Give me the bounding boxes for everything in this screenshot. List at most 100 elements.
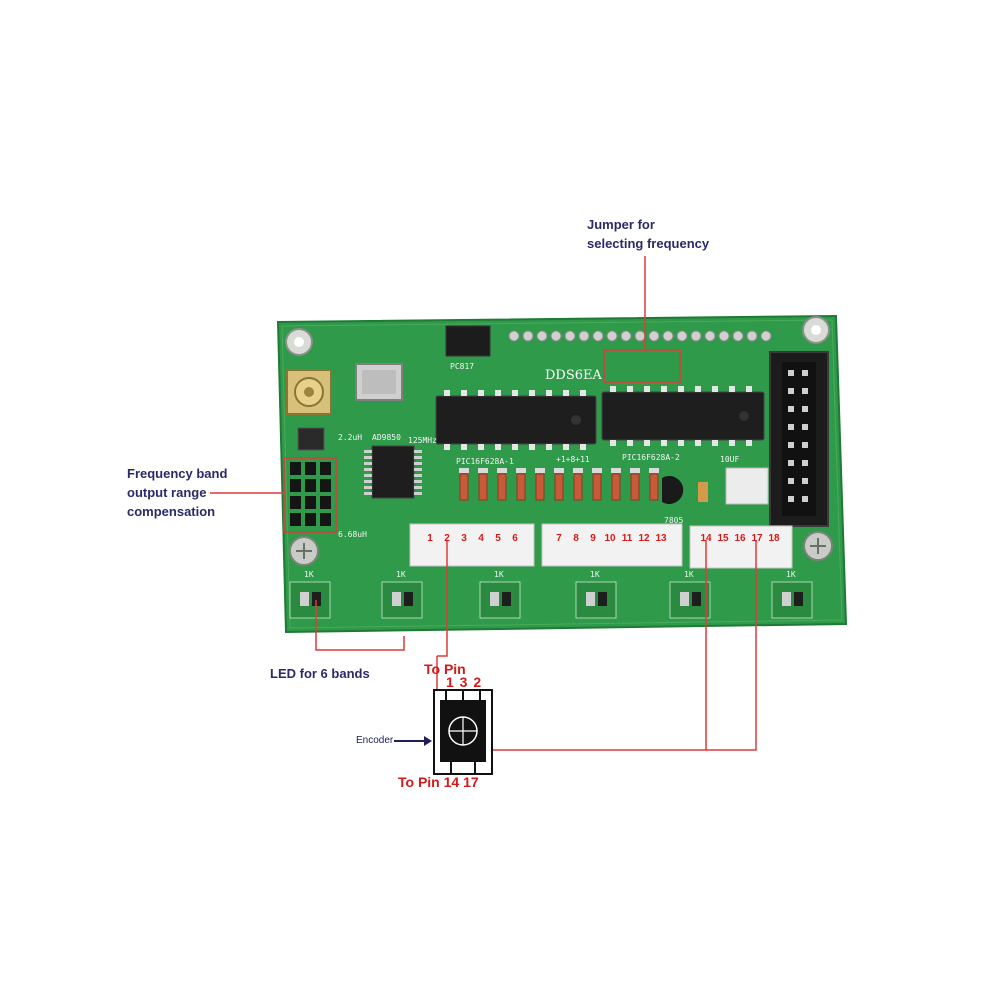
jumper-pin [320, 496, 331, 509]
dip-leg [546, 444, 552, 450]
to-pin-bottom-label: To Pin 14 17 [398, 774, 479, 790]
led-body [490, 592, 499, 606]
dip-chip-1 [435, 395, 597, 445]
ad-leg [364, 450, 372, 453]
ad-leg [414, 474, 422, 477]
idc-pin [788, 406, 794, 412]
led-pad [669, 581, 711, 619]
header-pin [732, 330, 744, 342]
ad-leg [364, 474, 372, 477]
ad-leg [414, 468, 422, 471]
jumper-pin [305, 496, 316, 509]
encoder-label: Encoder [356, 735, 394, 746]
idc-pin [802, 424, 808, 430]
dip-leg [678, 386, 684, 392]
dip-leg [610, 386, 616, 392]
header-pin [536, 330, 548, 342]
header-pin [704, 330, 716, 342]
silk-inductor-1: 2.2uH [338, 433, 363, 442]
encoder-symbol [433, 689, 493, 775]
dip-leg [627, 440, 633, 446]
header-pin [718, 330, 730, 342]
silk-7805: 7805 [664, 516, 684, 525]
idc-pin [802, 478, 808, 484]
dip-leg [661, 386, 667, 392]
jumper-pin [290, 513, 301, 526]
connector-pin-label: 10 [604, 533, 616, 544]
header-pin [676, 330, 688, 342]
connector-pin-label: 6 [512, 533, 518, 544]
pc817-chip [445, 325, 491, 357]
header-pin [550, 330, 562, 342]
jumper-pin [305, 479, 316, 492]
encoder-line-pins-132 [437, 540, 448, 657]
connector-pin-label: 17 [751, 533, 763, 544]
ad-leg [364, 456, 372, 459]
connector-pin-label: 16 [734, 533, 746, 544]
led-1k-label: 1K [590, 570, 600, 579]
header-pin [620, 330, 632, 342]
silk-pic-2: PIC16F628A-2 [622, 453, 680, 462]
resistor [554, 473, 564, 501]
idc-pin [802, 388, 808, 394]
dip-leg [563, 444, 569, 450]
resistor-pad [516, 468, 526, 473]
led-body [300, 592, 309, 606]
header-pin [578, 330, 590, 342]
resistor-pad [592, 468, 602, 473]
led-body [782, 592, 791, 606]
led-pad [479, 581, 521, 619]
ad-leg [414, 480, 422, 483]
jumper-pin [305, 513, 316, 526]
resistor [459, 473, 469, 501]
dip-leg [444, 444, 450, 450]
resistor [649, 473, 659, 501]
led-resistor [502, 592, 511, 606]
header-pin-row [508, 330, 772, 342]
freq-band-highlight-box [283, 457, 337, 533]
resistor-pad [630, 468, 640, 473]
header-pin [508, 330, 520, 342]
connector-pin-label: 9 [590, 533, 596, 544]
connector-pin-label: 14 [700, 533, 712, 544]
jumper-pin [290, 496, 301, 509]
led-pad [575, 581, 617, 619]
resistor-pad [573, 468, 583, 473]
jumper-block [290, 462, 331, 526]
led-row [289, 581, 813, 619]
crystal-oscillator [355, 363, 403, 401]
header-pin [760, 330, 772, 342]
dip-leg [529, 390, 535, 396]
dip-leg [580, 444, 586, 450]
connector-pin-label: 1 [427, 533, 433, 544]
inductor [297, 427, 325, 451]
connector-pin-label: 2 [444, 533, 450, 544]
resistor [478, 473, 488, 501]
connector-c [689, 525, 793, 569]
dip-leg [712, 440, 718, 446]
idc-pin [788, 460, 794, 466]
resistor [592, 473, 602, 501]
led-1k-label: 1K [494, 570, 504, 579]
led-resistor [794, 592, 803, 606]
resistor-pad [554, 468, 564, 473]
dip-leg [529, 444, 535, 450]
connector-a [409, 523, 535, 567]
header-pin [648, 330, 660, 342]
dip-leg [512, 444, 518, 450]
resistor [573, 473, 583, 501]
jumper-annotation: Jumper for selecting frequency [587, 215, 709, 253]
idc-pin [802, 406, 808, 412]
jumper-highlight-box [603, 349, 681, 383]
connector-pin-label: 8 [573, 533, 579, 544]
dip-leg [563, 390, 569, 396]
resistor-pad [478, 468, 488, 473]
ad-leg [414, 462, 422, 465]
connector-pin-label: 11 [621, 533, 633, 544]
jumper-pin [320, 462, 331, 475]
dip-leg [746, 440, 752, 446]
dip-leg [712, 386, 718, 392]
resistor [497, 473, 507, 501]
jumper-annotation-line2: selecting frequency [587, 236, 710, 251]
